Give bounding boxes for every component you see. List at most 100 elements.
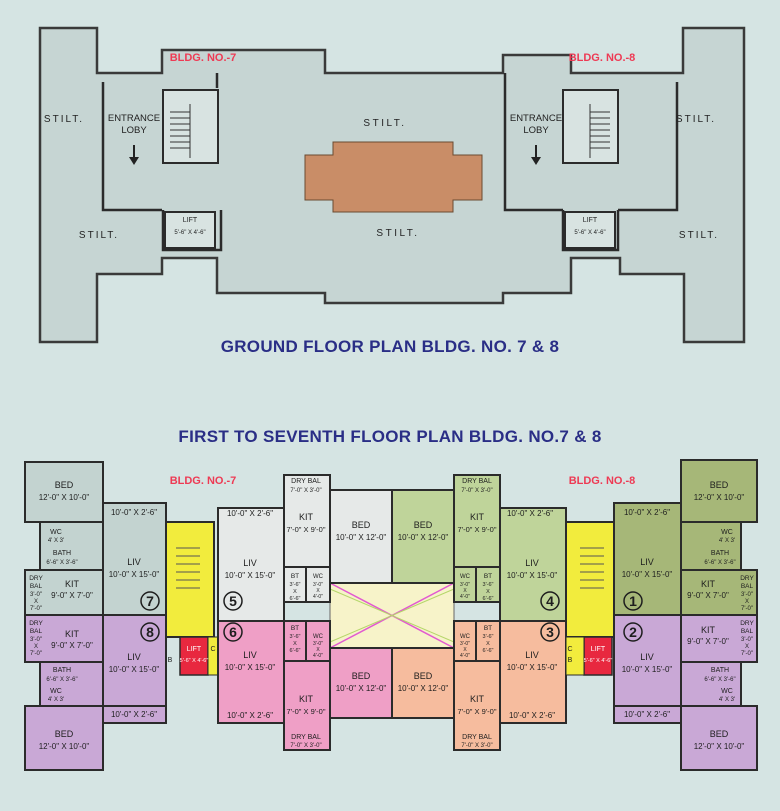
flat-4-wc-size-1: 3'-0" [460,582,470,588]
central-courtyard-pad [304,141,483,213]
flat-2-bath-size: 6'-6" X 3'-6" [704,677,735,683]
flat-6-bed-label: BED [352,671,371,681]
flat-3-liv-size: 10'-0" X 15'-0" [507,663,558,672]
flat-8-dry-size-3: 7'-0" [30,651,42,657]
flat-number-6: 6 [229,624,237,640]
flat-6-bed-size: 10'-0" X 12'-0" [336,684,387,693]
flat-8-liv-size: 10'-0" X 15'-0" [109,665,160,674]
flat-8-kit-size: 9'-0" X 7'-0" [51,641,93,650]
flat-1-liv-size: 10'-0" X 15'-0" [622,570,673,579]
flat-8-dry-size-2: X [34,644,38,650]
entry-arrow-bldg-8 [531,145,541,165]
lift-label-bldg-8: LIFT [583,217,598,224]
flat-number-5: 5 [229,593,237,609]
flat-8-bed-label: BED [55,729,74,739]
stilt-label-nw: STILT. [44,114,84,125]
flat-7-wc-size: 4' X 3' [48,538,64,544]
entrance-label-bldg-7: ENTRANCE [108,113,160,124]
lift-core-bldg-7 [179,636,209,676]
flat-7-bath-size: 6'-6" X 3'-6" [46,560,77,566]
flat-8-dry-label: DRY [29,620,43,627]
flat-8-bath-size: 6'-6" X 3'-6" [46,677,77,683]
lift-size-bldg-8: 5'-6" X 4'-6" [574,230,605,236]
flat-5-bt-size-1: 3'-6" [290,582,301,588]
flat-5-liv-label: LIV [243,558,257,568]
flat-6-bt-size-3: 6'-6" [290,648,301,654]
flat-8-dry-size-1: 3'-0" [30,637,42,643]
lift-size-typical-8: 5'-6" X 4'-6" [584,658,613,664]
flat-3-wc-size-1: 3'-0" [460,641,470,647]
flat-5-liv-size: 10'-0" X 15'-0" [225,571,276,580]
flat-7-bath-label: BATH [53,550,71,557]
lobby-label-bldg-8: LOBY [523,125,549,136]
flat-7-balcony-size: 10'-0" X 2'-6" [111,508,157,517]
flat-6-bt-label: BT [291,625,299,632]
flat-1-dry-label: DRY [740,575,754,582]
flat-2-dry-size-2: X [745,644,749,650]
flat-8 [24,614,167,771]
stilt-label-south: STILT. [376,228,419,239]
lift-size-typical-7: 5'-6" X 4'-6" [180,658,209,664]
flat-4-liv-label: LIV [525,558,539,568]
flat-7-dry-size-3: 7'-0" [30,606,42,612]
flat-7-bed-label: BED [55,480,74,490]
flat-7-liv-label: LIV [127,557,141,567]
flat-7-bal-label: BAL [30,583,43,590]
flat-5-wc-size-1: 3'-0" [313,582,323,588]
stair-bldg-7 [162,89,219,164]
lift-label-typical-7: LIFT [187,646,202,653]
flat-4-bt-size-3: 6'-6" [483,596,494,602]
flat-number-4: 4 [546,593,554,609]
flat-3-bt-label: BT [484,625,492,632]
flat-2-balcony-size: 10'-0" X 2'-6" [624,710,670,719]
cb-b-left: B [168,657,173,664]
entrance-label-bldg-8: ENTRANCE [510,113,562,124]
flat-4-bed-size: 10'-0" X 12'-0" [398,533,449,542]
flat-4-drybal-label: DRY BAL [462,478,492,485]
flat-3-kit-label: KIT [470,694,485,704]
flat-8-wc-size: 4' X 3' [48,697,64,703]
flat-4 [391,474,567,622]
stilt-label-se: STILT. [679,230,719,241]
flat-4-bed-label: BED [414,520,433,530]
flat-2-dry-label: DRY [740,620,754,627]
flat-6-liv-size: 10'-0" X 15'-0" [225,663,276,672]
flat-5-wc-size-3: 4'-0" [313,594,323,600]
flat-6-drybal-label: DRY BAL [291,734,321,741]
flat-1-dry-size-3: 7'-0" [741,606,753,612]
flat-1-wc-size: 4' X 3' [719,538,735,544]
flat-5-bt-label: BT [291,573,299,580]
flat-number-7: 7 [146,593,154,609]
flat-5-wc-label: WC [313,574,324,580]
flat-4-kit-size: 7'-0" X 9'-0" [457,525,496,534]
flat-6-liv-label: LIV [243,650,257,660]
flat-3-bt-size-1: 3'-6" [483,634,494,640]
flat-4-bt-label: BT [484,573,492,580]
stilt-label-sw: STILT. [79,230,119,241]
flat-4-bt-size-2: X [486,589,490,595]
entry-arrow-bldg-7 [129,145,139,165]
ground-floor-title: GROUND FLOOR PLAN BLDG. NO. 7 & 8 [220,337,560,356]
ground-floor-plan [38,26,746,344]
typical-bldg-7-label: BLDG. NO.-7 [170,475,237,487]
flat-2-liv-size: 10'-0" X 15'-0" [622,665,673,674]
flat-8-bed-size: 12'-0" X 10'-0" [39,742,90,751]
flat-7-bed-size: 12'-0" X 10'-0" [39,493,90,502]
flat-7-dry-label: DRY [29,575,43,582]
flat-4-liv-size: 10'-0" X 15'-0" [507,571,558,580]
flat-1-bal-label: BAL [741,583,754,590]
flat-3-wc-size-2: X [463,647,467,653]
flat-5-bed-size: 10'-0" X 12'-0" [336,533,387,542]
flat-number-1: 1 [629,593,637,609]
flat-6-kit-label: KIT [299,694,314,704]
flat-1-dry-size-2: X [745,599,749,605]
flat-6-wc-label: WC [313,634,324,640]
flat-3-wc-label: WC [460,634,471,640]
flat-6-wc-size-2: X [316,647,320,653]
flat-6 [217,620,393,751]
flat-5-balcony-size: 10'-0" X 2'-6" [227,509,273,518]
flat-3-wc-size-3: 4'-0" [460,653,470,659]
flat-5-kit-size: 7'-0" X 9'-0" [286,525,325,534]
flat-1-kit-label: KIT [701,579,716,589]
